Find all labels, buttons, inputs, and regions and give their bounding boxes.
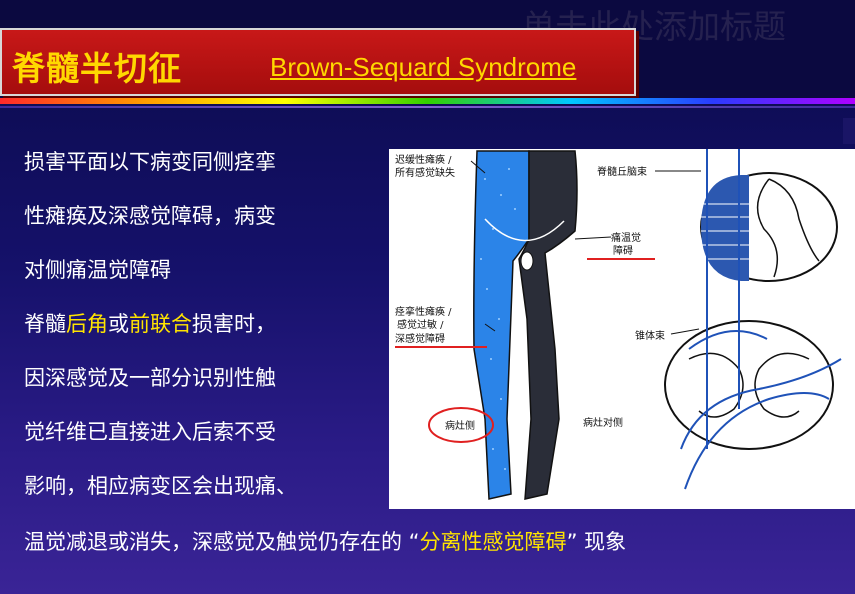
text-segment: 损害时， bbox=[192, 312, 276, 336]
right-edge-accent bbox=[843, 118, 855, 144]
slide-title-chinese: 脊髓半切征 bbox=[12, 49, 182, 88]
upper-cord-lesion bbox=[701, 175, 741, 281]
leg-speckles bbox=[480, 168, 516, 470]
nerve-tracts bbox=[680, 149, 842, 490]
label-spastic-1: 痉挛性瘫痪 / bbox=[395, 305, 452, 318]
label-spastic-3: 深感觉障碍 bbox=[395, 332, 445, 345]
label-pointers bbox=[470, 160, 701, 335]
lesion-stripes bbox=[701, 203, 749, 260]
body-line-4: 脊髓后角或前联合损害时， bbox=[24, 308, 276, 338]
text-segment: 性瘫痪及深感觉障碍，病变 bbox=[24, 204, 276, 228]
contra-side-leg bbox=[518, 150, 578, 500]
body-line-5: 因深感觉及一部分识别性触 bbox=[24, 362, 276, 392]
label-spinothalamic: 脊髓丘脑束 bbox=[597, 165, 647, 178]
highlighted-term: 前联合 bbox=[129, 312, 192, 336]
body-line-6: 觉纤维已直接进入后索不受 bbox=[24, 416, 276, 446]
body-line-2: 性瘫痪及深感觉障碍，病变 bbox=[24, 200, 276, 230]
body-line-7: 影响，相应病变区会出现痛、 bbox=[24, 470, 297, 500]
body-line-8: 温觉减退或消失，深感觉及触觉仍存在的 “分离性感觉障碍” 现象 bbox=[24, 526, 626, 556]
slide-title-english: Brown-Sequard Syndrome bbox=[270, 52, 577, 82]
text-segment: 影响，相应病变区会出现痛、 bbox=[24, 474, 297, 498]
thin-divider bbox=[0, 106, 855, 108]
text-segment: 温觉减退或消失，深感觉及触觉仍存在的 “ bbox=[24, 530, 420, 554]
groin-shape bbox=[520, 251, 534, 271]
lesion-hatch bbox=[741, 175, 749, 281]
body-line-3: 对侧痛温觉障碍 bbox=[24, 254, 171, 284]
label-spastic-2: 感觉过敏 / bbox=[397, 318, 444, 331]
label-flaccid-2: 所有感觉缺失 bbox=[395, 166, 455, 179]
upper-cord-gray-matter bbox=[756, 178, 820, 278]
label-pyramidal: 锥体束 bbox=[635, 330, 665, 342]
text-segment: ” 现象 bbox=[566, 530, 627, 554]
brown-sequard-figure: 迟缓性瘫痪 / 所有感觉缺失 脊髓丘脑束 痛温觉 障碍 痉挛性瘫痪 / 感觉过敏… bbox=[389, 149, 855, 509]
lesion-side-leg bbox=[473, 150, 530, 500]
highlighted-term: 分离性感觉障碍 bbox=[419, 530, 567, 554]
highlighted-term: 后角 bbox=[66, 312, 108, 336]
label-flaccid-1: 迟缓性瘫痪 / bbox=[395, 153, 452, 166]
label-pain-temp-2: 障碍 bbox=[613, 244, 633, 257]
text-segment: 脊髓 bbox=[24, 312, 66, 336]
text-segment: 觉纤维已直接进入后索不受 bbox=[24, 420, 276, 444]
label-lesion-side: 病灶侧 bbox=[445, 419, 475, 432]
label-pain-temp-1: 痛温觉 bbox=[611, 231, 641, 244]
lesion-side-highlight bbox=[428, 407, 494, 443]
groin-outline bbox=[484, 218, 565, 242]
text-segment: 因深感觉及一部分识别性触 bbox=[24, 366, 276, 390]
text-segment: 损害平面以下病变同侧痉挛 bbox=[24, 150, 276, 174]
figure-illustration: 迟缓性瘫痪 / 所有感觉缺失 脊髓丘脑束 痛温觉 障碍 痉挛性瘫痪 / 感觉过敏… bbox=[395, 149, 842, 500]
text-segment: 对侧痛温觉障碍 bbox=[24, 258, 171, 282]
title-banner: 脊髓半切征 Brown-Sequard Syndrome bbox=[0, 28, 636, 96]
body-line-1: 损害平面以下病变同侧痉挛 bbox=[24, 146, 276, 176]
text-segment: 或 bbox=[108, 312, 129, 336]
label-contra-side: 病灶对侧 bbox=[583, 416, 623, 429]
red-underlines bbox=[395, 258, 655, 348]
rainbow-divider bbox=[0, 98, 855, 104]
